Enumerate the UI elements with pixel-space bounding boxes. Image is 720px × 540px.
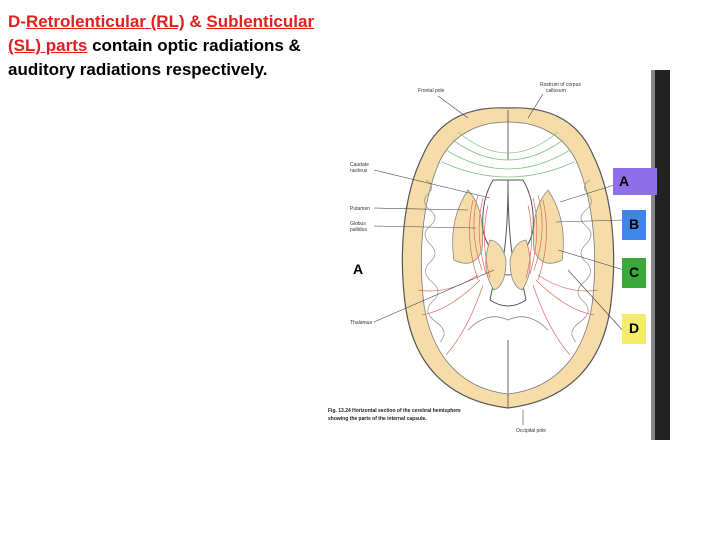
heading-text: D-Retrolenticular (RL) & Sublenticular (… bbox=[8, 10, 328, 82]
label-thalamus: Thalamus bbox=[350, 320, 372, 326]
heading-prefix: D- bbox=[8, 12, 26, 31]
label-rostrum: Rostrum of corpus bbox=[540, 82, 581, 88]
heading-rest: contain optic radiations & auditory radi… bbox=[8, 36, 301, 79]
heading-ampersand: & bbox=[184, 12, 202, 31]
thalamus-right bbox=[509, 239, 531, 291]
svg-text:nucleus: nucleus bbox=[350, 168, 368, 174]
svg-text:pallidus: pallidus bbox=[350, 227, 367, 233]
marker-a: A bbox=[613, 168, 657, 195]
heading-term-retrolenticular: Retrolenticular (RL) bbox=[25, 12, 185, 31]
brain-figure: Frontal pole Rostrum of corpus callosum … bbox=[318, 70, 670, 440]
label-putamen: Putamen bbox=[350, 206, 370, 212]
marker-c: C bbox=[622, 258, 646, 288]
marker-b: B bbox=[622, 210, 646, 240]
side-label-a: A bbox=[353, 261, 364, 277]
brain-section-illustration: Frontal pole Rostrum of corpus callosum … bbox=[328, 70, 670, 440]
label-frontal-pole: Frontal pole bbox=[418, 88, 445, 94]
label-occipital-pole: Occipital pole bbox=[516, 428, 546, 434]
svg-text:showing the parts of the inter: showing the parts of the internal capsul… bbox=[328, 416, 427, 422]
heading-term-sublenticular: Sublenticular (SL) parts bbox=[8, 12, 315, 55]
label-caudate: Caudate bbox=[350, 162, 369, 168]
label-globus: Globus bbox=[350, 221, 366, 227]
thalamus-left bbox=[485, 239, 507, 291]
marker-d: D bbox=[622, 314, 646, 344]
scan-edge bbox=[654, 70, 670, 440]
figure-caption: Fig. 13.24 Horizontal section of the cer… bbox=[328, 408, 461, 414]
anterior-fibers bbox=[441, 131, 575, 178]
internal-capsule-fibers bbox=[417, 194, 599, 356]
svg-text:callosum: callosum bbox=[546, 88, 566, 94]
